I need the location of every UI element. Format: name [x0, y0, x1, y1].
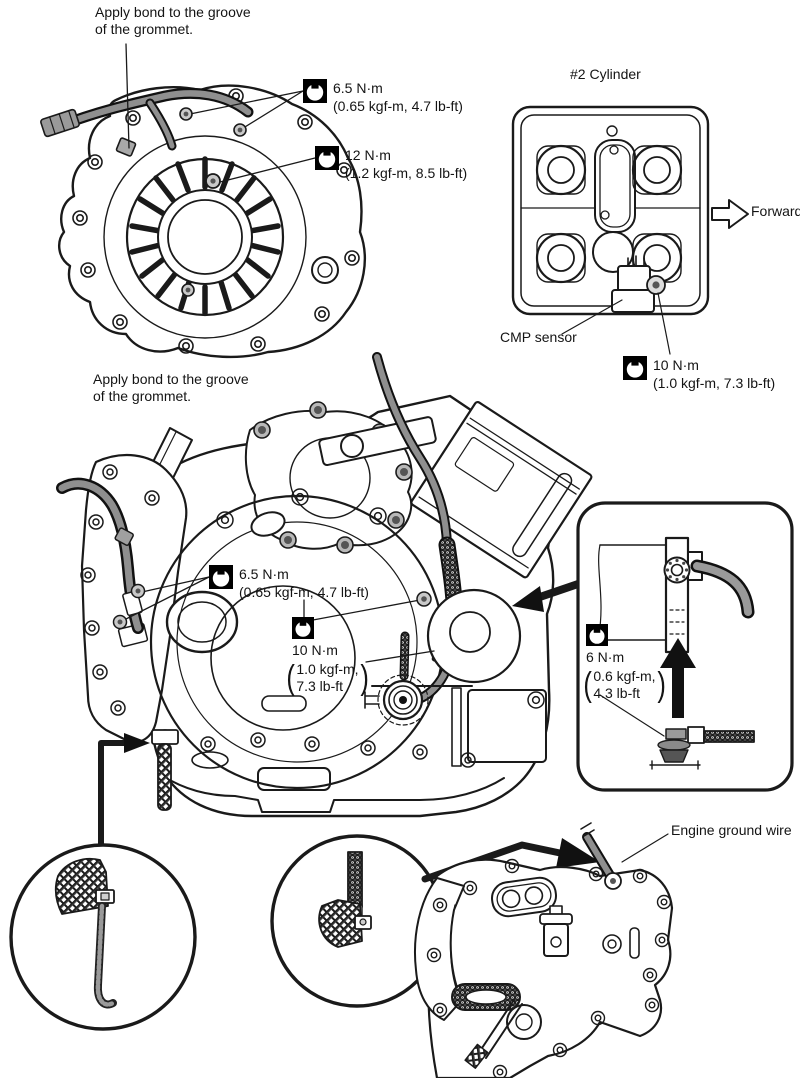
torque-wrench-icon [586, 624, 608, 646]
torque-leaders-mid [112, 576, 435, 663]
stator-harness-wire [40, 87, 254, 157]
detail-box-arrow [512, 580, 582, 612]
note-apply-bond-mid: Apply bond to the groove of the grommet. [93, 371, 249, 405]
harness-connector [40, 108, 80, 138]
label-forward: Forward [751, 203, 800, 219]
engine-ground-wire-part [580, 822, 622, 890]
oil-pan [157, 729, 505, 813]
note-line: Apply bond to the groove [93, 371, 249, 387]
hose-fitting [364, 674, 473, 767]
torque-detail: (1.2 kgf-m, 8.5 lb-ft) [345, 165, 468, 181]
torque-wrench-icon [623, 356, 647, 380]
detail-a-arrow [98, 733, 150, 848]
torque-callout-stator-cover: 6.5 N·m (0.65 kgf-m, 4.7 lb-ft) [303, 79, 463, 115]
detail-circle-a [9, 843, 197, 1031]
shift-lever [464, 999, 523, 1069]
bracket-bolts [80, 464, 160, 716]
torque-detail: (0.65 kgf-m, 4.7 lb-ft) [239, 584, 369, 600]
label-cmp-sensor: CMP sensor [500, 329, 577, 345]
torque-callout-clutch-cover: 6.5 N·m (0.65 kgf-m, 4.7 lb-ft) [209, 565, 369, 601]
forward-arrow [711, 199, 749, 229]
torque-value: 6 N·m [586, 649, 625, 665]
bracket-section [54, 857, 109, 915]
oval-boss [491, 876, 557, 918]
torque-callout-oil-fitting: 6 N·m ( 0.6 kgf-m, 4.3 lb-ft ) [583, 624, 667, 702]
paren-close: ) [656, 666, 666, 704]
torque-wrench-icon [209, 565, 233, 589]
torque-wrench-icon [315, 146, 339, 170]
head-cover-bosses [535, 144, 683, 284]
cover-bolt-holes [72, 88, 360, 354]
torque-value: 6.5 N·m [239, 566, 289, 582]
torque-detail: (1.0 kgf-m, 7.3 lb-ft) [653, 375, 776, 391]
main-engine-drawing [56, 352, 593, 848]
mid-grommet [114, 527, 134, 546]
torque-callout-harness-clamp: 10 N·m ( 1.0 kgf-m, 7.3 lb-ft ) [286, 617, 370, 695]
paren-close: ) [359, 659, 369, 697]
label-cylinder2: #2 Cylinder [570, 66, 641, 82]
torque-leader-cmp [657, 292, 671, 355]
paren-open: ( [286, 659, 295, 697]
torque-leaders-65 [179, 90, 304, 137]
torque-value: 6.5 N·m [333, 80, 383, 96]
torque-callout-stator: 12 N·m (1.2 kgf-m, 8.5 lb-ft) [315, 146, 467, 182]
torque-value: 10 N·m [653, 357, 699, 373]
install-direction-arrow [660, 638, 696, 718]
note-line: of the grommet. [95, 21, 194, 37]
torque-value: 12 N·m [345, 147, 391, 163]
stator-cover-drawing [40, 43, 366, 359]
paren-open: ( [583, 666, 592, 704]
label-engine-ground-wire: Engine ground wire [671, 822, 792, 838]
note-line: of the grommet. [93, 388, 192, 404]
apply-bond-leader [125, 43, 130, 149]
torque-leader-12 [219, 157, 316, 183]
cmp-leader [561, 299, 623, 335]
right-crankcase-drawing [414, 822, 674, 1078]
cylinder-block [410, 401, 593, 579]
torque-value: 10 N·m [292, 642, 338, 658]
detail-circle-b [270, 834, 600, 1008]
fitting-removed-view [599, 694, 755, 770]
torque-detail: ( 1.0 kgf-m, 7.3 lb-ft ) [286, 659, 369, 697]
oil-fitting-detail-box [576, 501, 794, 792]
sensor-part [539, 905, 573, 957]
torque-detail: (0.65 kgf-m, 4.7 lb-ft) [333, 98, 463, 114]
engine-mount-bolt [151, 729, 179, 811]
ground-strap [347, 851, 363, 908]
head-cover-drawing [511, 105, 749, 355]
note-line: Apply bond to the groove [95, 4, 251, 20]
water-pump-cover [244, 401, 437, 554]
torque-wrench-icon [303, 79, 327, 103]
fitting-installed-view [597, 536, 755, 654]
torque-wrench-icon [292, 617, 314, 639]
ground-wire-leader [621, 833, 669, 863]
torque-detail: ( 0.6 kgf-m, 4.3 lb-ft ) [583, 666, 666, 704]
note-apply-bond-top: Apply bond to the groove of the grommet. [95, 4, 251, 38]
case-bolts [426, 858, 672, 1078]
cmp-sensor-part [611, 255, 666, 313]
torque-callout-cmp: 10 N·m (1.0 kgf-m, 7.3 lb-ft) [623, 356, 775, 392]
